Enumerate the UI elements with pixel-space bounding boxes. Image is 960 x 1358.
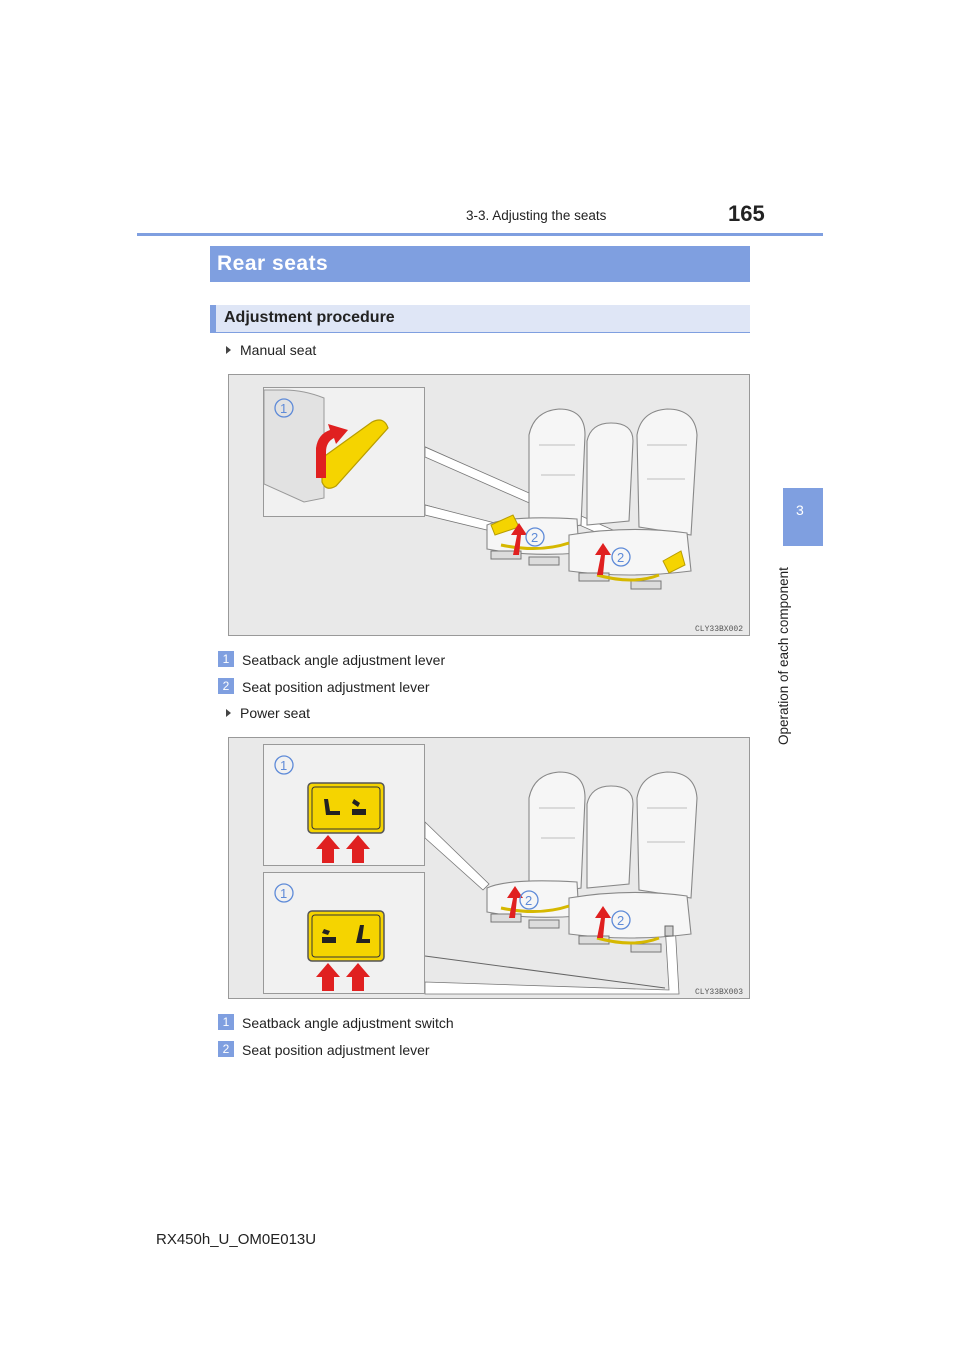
power-switch-closeup-top: 1: [274, 755, 385, 863]
subsection-rule: [210, 332, 750, 333]
legend-text: Seat position adjustment lever: [242, 679, 430, 695]
power-switch-closeup-bottom: 1: [274, 883, 385, 991]
power-inset-top: 1: [263, 744, 425, 866]
legend-number-badge: 2: [218, 1041, 234, 1057]
footer-model-code: RX450h_U_OM0E013U: [156, 1231, 317, 1248]
bullet-triangle-icon: [226, 346, 231, 354]
manual-callout-1: 1: [280, 401, 287, 416]
manual-seat-label: Manual seat: [240, 342, 317, 358]
section-heading: Rear seats: [217, 252, 329, 275]
manual-seat-subhead: Manual seat: [226, 342, 316, 358]
manual-figure-code: CLY33BX002: [695, 625, 744, 634]
power-seat-label: Power seat: [240, 705, 311, 721]
power-callout-2b: 2: [617, 913, 624, 928]
legend-number-badge: 2: [218, 678, 234, 694]
page-number: 165: [728, 201, 765, 226]
header-rule: [137, 233, 823, 236]
legend-number-badge: 1: [218, 1014, 234, 1030]
running-header-section: 3-3. Adjusting the seats: [466, 208, 607, 223]
legend-text: Seatback angle adjustment switch: [242, 1015, 454, 1031]
power-seat-illustration: 2 2: [424, 771, 698, 995]
manual-seat-illustration: 2 2: [424, 408, 698, 590]
legend-text: Seat position adjustment lever: [242, 1042, 430, 1058]
chapter-title: Operation of each component: [776, 567, 791, 745]
power-callout-2a: 2: [525, 893, 532, 908]
power-seat-subhead: Power seat: [226, 705, 310, 721]
power-callout-1a: 1: [280, 758, 287, 773]
chapter-tab: [783, 488, 823, 546]
legend-text: Seatback angle adjustment lever: [242, 652, 446, 668]
manual-inset: 1: [263, 387, 425, 517]
power-callout-1b: 1: [280, 886, 287, 901]
power-figure-code: CLY33BX003: [695, 988, 744, 997]
subsection-heading: Adjustment procedure: [224, 309, 395, 326]
manual-lever-closeup: 1: [263, 389, 389, 503]
manual-callout-2b: 2: [617, 550, 624, 565]
power-seat-figure: 2 2 1: [228, 737, 750, 999]
manual-callout-2a: 2: [531, 530, 538, 545]
chapter-number: 3: [796, 502, 804, 518]
manual-seat-figure: 2 2 1 CLY33BX002: [228, 374, 750, 636]
bullet-triangle-icon: [226, 709, 231, 717]
power-inset-bottom: 1: [263, 872, 425, 994]
subsection-heading-bar: [210, 305, 750, 332]
section-heading-bar: [210, 246, 750, 282]
legend-number-badge: 1: [218, 651, 234, 667]
